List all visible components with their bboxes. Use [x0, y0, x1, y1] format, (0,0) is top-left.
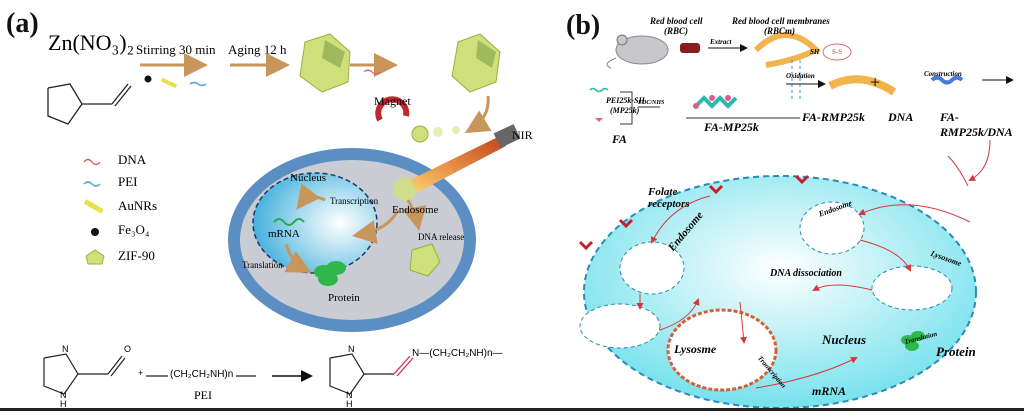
folate-receptors-label-1: Folate — [648, 186, 678, 198]
lysosome-right — [871, 265, 953, 311]
lysosome-left-label: Lysosme — [674, 342, 717, 356]
mrna-b-label: mRNA — [812, 384, 847, 398]
construction-label: Construction — [924, 70, 962, 78]
legend-fe3o4-label: Fe₃O₄ — [118, 222, 150, 237]
dna-strand — [363, 69, 381, 75]
delivery-arrow — [464, 95, 492, 134]
dna-icon — [83, 158, 101, 166]
gold-nanorod-icon — [83, 199, 104, 214]
reaction-plus: + — [138, 368, 144, 378]
atom-nh-1: N — [60, 390, 67, 400]
dna-release-label: DNA release — [418, 232, 465, 242]
sh-label: SH — [810, 48, 820, 56]
atom-n-1: N — [62, 344, 69, 354]
extract-label: Extract — [710, 38, 732, 46]
dna-label: DNA — [888, 110, 914, 124]
folate-receptor-icon — [578, 240, 594, 251]
pei-chain-formula: (CH₂CH₂NH)n — [170, 369, 234, 380]
mp25k-label: (MP25k) — [610, 106, 640, 115]
oxidation-label: Oxidation — [786, 72, 815, 80]
atom-nh-2: N — [346, 390, 353, 400]
plus-sign: + — [870, 72, 881, 92]
pei-reaction-label: PEI — [194, 388, 212, 402]
fa-label: FA — [612, 132, 627, 146]
gold-nanorod — [160, 77, 178, 89]
protein-label: Protein — [328, 292, 360, 304]
disulfide-label: S-S — [832, 48, 843, 56]
rbc-abbr: (RBC) — [664, 26, 689, 36]
fa-rmp25k-icon — [828, 75, 897, 96]
iron-oxide-particle — [144, 75, 152, 83]
pei-icon — [83, 181, 101, 187]
endosome-right — [799, 201, 865, 255]
lysosome-left — [579, 303, 661, 349]
pei-strand — [189, 81, 207, 87]
nucleus-b — [666, 308, 778, 392]
reactant-imidazole-structure — [43, 353, 126, 395]
red-blood-cells-icon — [680, 43, 700, 53]
zinc-nitrate-label: Zn(NO₃)₂ — [48, 30, 135, 55]
imidazole-aldehyde-structure — [47, 83, 132, 125]
dna-dissociation-label: DNA dissociation — [770, 268, 842, 279]
fa-mp25k-label: FA-MP25k — [704, 120, 759, 134]
atom-h-1: H — [60, 399, 67, 409]
nir-label: NIR — [512, 128, 533, 142]
transcription-label: Transcription — [330, 196, 379, 206]
panel-b-label: (b) — [566, 10, 601, 41]
pei-sh-icon — [589, 87, 609, 93]
nir-fiber — [493, 124, 520, 148]
bottom-rule — [0, 408, 1024, 411]
fa-mp25k-polymer — [694, 95, 738, 109]
protein-b-label: Protein — [936, 344, 976, 359]
panel-a-diagram — [43, 33, 520, 395]
dna-helix-icon — [930, 75, 964, 85]
mouse-icon — [615, 35, 669, 65]
nucleus — [252, 172, 378, 274]
pei-sh-label: PEI25k-SH — [606, 96, 645, 105]
mrna-strand — [273, 218, 305, 226]
translation-label: Translation — [242, 260, 283, 270]
legend-zif90-label: ZIF-90 — [118, 248, 155, 263]
nucleus-label: Nucleus — [290, 172, 327, 184]
legend-aunrs-label: AuNRs — [118, 198, 158, 213]
nucleus-b-label: Nucleus — [822, 332, 867, 347]
atom-o: O — [124, 344, 132, 354]
endosome-label: Endosome — [392, 204, 439, 216]
complex-label: FA-RMP25k/DNA — [940, 110, 1013, 139]
panel-a-label: (a) — [6, 8, 39, 39]
product-imine-structure — [329, 353, 394, 395]
rbc-title: Red blood cell — [650, 16, 703, 26]
magnet-label: Magnet — [374, 94, 411, 108]
disulfide-bubble — [822, 43, 852, 61]
legend-dna-label: DNA — [118, 152, 147, 167]
nir-laser-beam — [410, 136, 506, 192]
iron-oxide-icon — [91, 228, 99, 236]
atom-h-2: H — [346, 399, 353, 409]
edc-nhs-label: EDC/NHS — [638, 100, 665, 106]
mrna-label: mRNA — [268, 228, 300, 240]
released-zif-crystal — [409, 243, 441, 277]
panel-b-diagram — [578, 32, 1014, 409]
product-chain-formula: N—(CH₂CH₂NH)n— — [412, 348, 503, 359]
legend-pei-label: PEI — [118, 174, 138, 189]
folate-receptors-label-2: receptors — [648, 198, 690, 210]
fa-rmp25k-label: FA-RMP25k — [802, 110, 865, 124]
magnet-icon — [375, 96, 410, 122]
rbcm-abbr: (RBCm) — [764, 26, 796, 36]
zif90-icon — [85, 249, 105, 265]
atom-n-2: N — [348, 344, 355, 354]
endosome-particle — [393, 177, 417, 201]
rbc-membrane-icon — [753, 32, 822, 68]
rbcm-title: Red blood cell membranes — [732, 16, 830, 26]
folic-acid-icon — [595, 118, 603, 122]
